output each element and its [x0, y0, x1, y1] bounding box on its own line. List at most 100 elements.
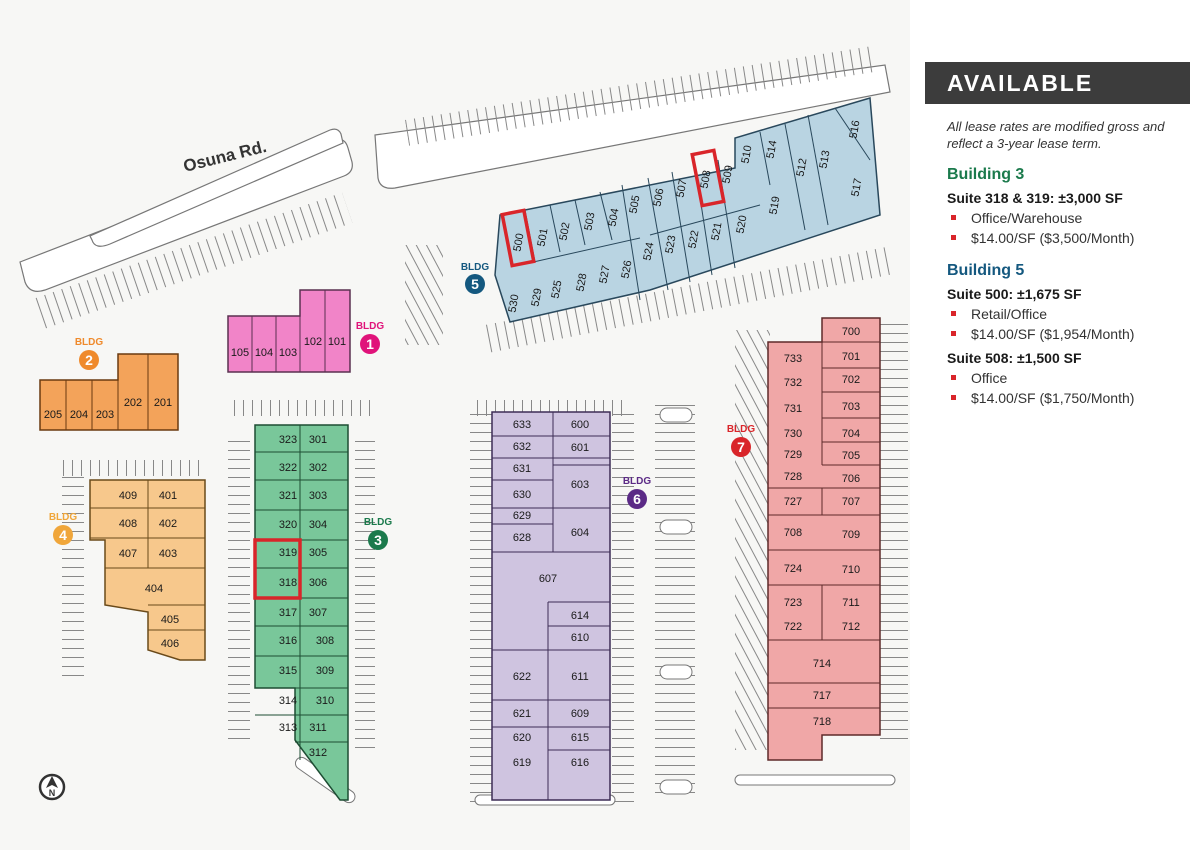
- building-marker-6[interactable]: BLDG 6: [623, 476, 652, 509]
- unit-514: 514: [765, 139, 780, 159]
- unit-201: 201: [154, 397, 172, 409]
- bldg-badge-circle: [53, 525, 73, 545]
- bldg-badge-circle: [368, 530, 388, 550]
- bldg-number: 4: [59, 527, 67, 543]
- unit-631: 631: [513, 463, 531, 475]
- parking-stalls: [30, 46, 908, 805]
- detail-item: Office: [947, 368, 1190, 388]
- detail-item: Office/Warehouse: [947, 208, 1190, 228]
- unit-508: 508: [699, 169, 714, 189]
- unit-704: 704: [842, 428, 860, 440]
- unit-723: 723: [784, 597, 802, 609]
- unit-404: 404: [145, 583, 163, 595]
- suite-heading: Suite 508: ±1,500 SF: [947, 350, 1082, 366]
- unit-718: 718: [813, 716, 831, 728]
- bullet-icon: [951, 235, 956, 240]
- building-1: 105 104 103 102 101: [227, 289, 351, 373]
- unit-507: 507: [675, 178, 690, 198]
- section-building-5: Building 5 Suite 500: ±1,675 SF Retail/O…: [925, 262, 1190, 408]
- available-title: AVAILABLE: [925, 62, 1190, 104]
- unit-519: 519: [768, 195, 783, 215]
- unit-315: 315: [279, 665, 297, 677]
- unit-724: 724: [784, 563, 802, 575]
- unit-307: 307: [309, 607, 327, 619]
- unit-409: 409: [119, 490, 137, 502]
- unit-401: 401: [159, 490, 177, 502]
- unit-701: 701: [842, 351, 860, 363]
- bullet-icon: [951, 395, 956, 400]
- bldg-badge-circle: [627, 489, 647, 509]
- building-marker-3[interactable]: BLDG 3: [364, 517, 393, 550]
- unit-309: 309: [316, 665, 334, 677]
- unit-502: 502: [558, 221, 573, 241]
- unit-202: 202: [124, 397, 142, 409]
- highlight-suite-500[interactable]: [500, 208, 536, 268]
- unit-520: 520: [735, 214, 750, 234]
- bldg-word: BLDG: [623, 476, 652, 487]
- unit-611: 611: [571, 671, 589, 683]
- building-marker-5[interactable]: BLDG 5: [461, 262, 490, 294]
- unit-705: 705: [842, 450, 860, 462]
- bldg-badge-circle: [360, 334, 380, 354]
- unit-204: 204: [70, 409, 88, 421]
- highlight-suite-318-319[interactable]: [253, 538, 302, 600]
- unit-504: 504: [607, 207, 622, 227]
- unit-517: 517: [850, 177, 865, 197]
- unit-103: 103: [279, 347, 297, 359]
- building-2: 205 204 203 202 201: [39, 353, 179, 431]
- bldg-number: 2: [85, 352, 93, 368]
- building-3: 323 301 322 302 321 303 320 304 319 305 …: [253, 424, 349, 801]
- bldg-word: BLDG: [461, 262, 490, 273]
- unit-731: 731: [784, 403, 802, 415]
- unit-509: 509: [721, 164, 736, 184]
- unit-614: 614: [571, 610, 589, 622]
- section-building-3: Building 3 Suite 318 & 319: ±3,000 SF Of…: [925, 166, 1190, 248]
- unit-632: 632: [513, 441, 531, 453]
- unit-714: 714: [813, 658, 831, 670]
- building-marker-1[interactable]: BLDG 1: [356, 321, 385, 354]
- bldg-word: BLDG: [364, 517, 393, 528]
- unit-306: 306: [309, 577, 327, 589]
- unit-711: 711: [842, 597, 860, 609]
- unit-728: 728: [784, 471, 802, 483]
- unit-322: 322: [279, 462, 297, 474]
- detail-item: $14.00/SF ($1,954/Month): [947, 324, 1190, 344]
- road-medians: [19, 64, 891, 292]
- unit-630: 630: [513, 489, 531, 501]
- detail-text: $14.00/SF ($3,500/Month): [971, 230, 1135, 246]
- unit-708: 708: [784, 527, 802, 539]
- unit-323: 323: [279, 434, 297, 446]
- unit-403: 403: [159, 548, 177, 560]
- unit-406: 406: [161, 638, 179, 650]
- unit-516: 516: [848, 119, 863, 139]
- unit-513: 513: [818, 149, 833, 169]
- building-marker-4[interactable]: BLDG 4: [49, 512, 78, 545]
- unit-301: 301: [309, 434, 327, 446]
- bullet-icon: [951, 215, 956, 220]
- unit-712: 712: [842, 621, 860, 633]
- unit-405: 405: [161, 614, 179, 626]
- unit-501: 501: [536, 227, 551, 247]
- unit-727: 727: [784, 496, 802, 508]
- unit-402: 402: [159, 518, 177, 530]
- detail-text: Office: [971, 370, 1008, 386]
- unit-709: 709: [842, 529, 860, 541]
- bldg-badge-circle: [79, 350, 99, 370]
- building-marker-2[interactable]: BLDG 2: [75, 337, 104, 370]
- availability-panel: AVAILABLE All lease rates are modified g…: [925, 62, 1190, 408]
- unit-700: 700: [842, 326, 860, 338]
- building-marker-7[interactable]: BLDG 7: [727, 424, 756, 457]
- unit-722: 722: [784, 621, 802, 633]
- unit-730: 730: [784, 428, 802, 440]
- unit-506: 506: [652, 187, 667, 207]
- bullet-icon: [951, 375, 956, 380]
- highlight-suite-508[interactable]: [690, 148, 726, 208]
- unit-619: 619: [513, 757, 531, 769]
- unit-320: 320: [279, 519, 297, 531]
- building-heading: Building 3: [947, 166, 1025, 183]
- unit-610: 610: [571, 632, 589, 644]
- detail-text: $14.00/SF ($1,954/Month): [971, 326, 1135, 342]
- unit-407: 407: [119, 548, 137, 560]
- unit-622: 622: [513, 671, 531, 683]
- unit-312: 312: [309, 747, 327, 759]
